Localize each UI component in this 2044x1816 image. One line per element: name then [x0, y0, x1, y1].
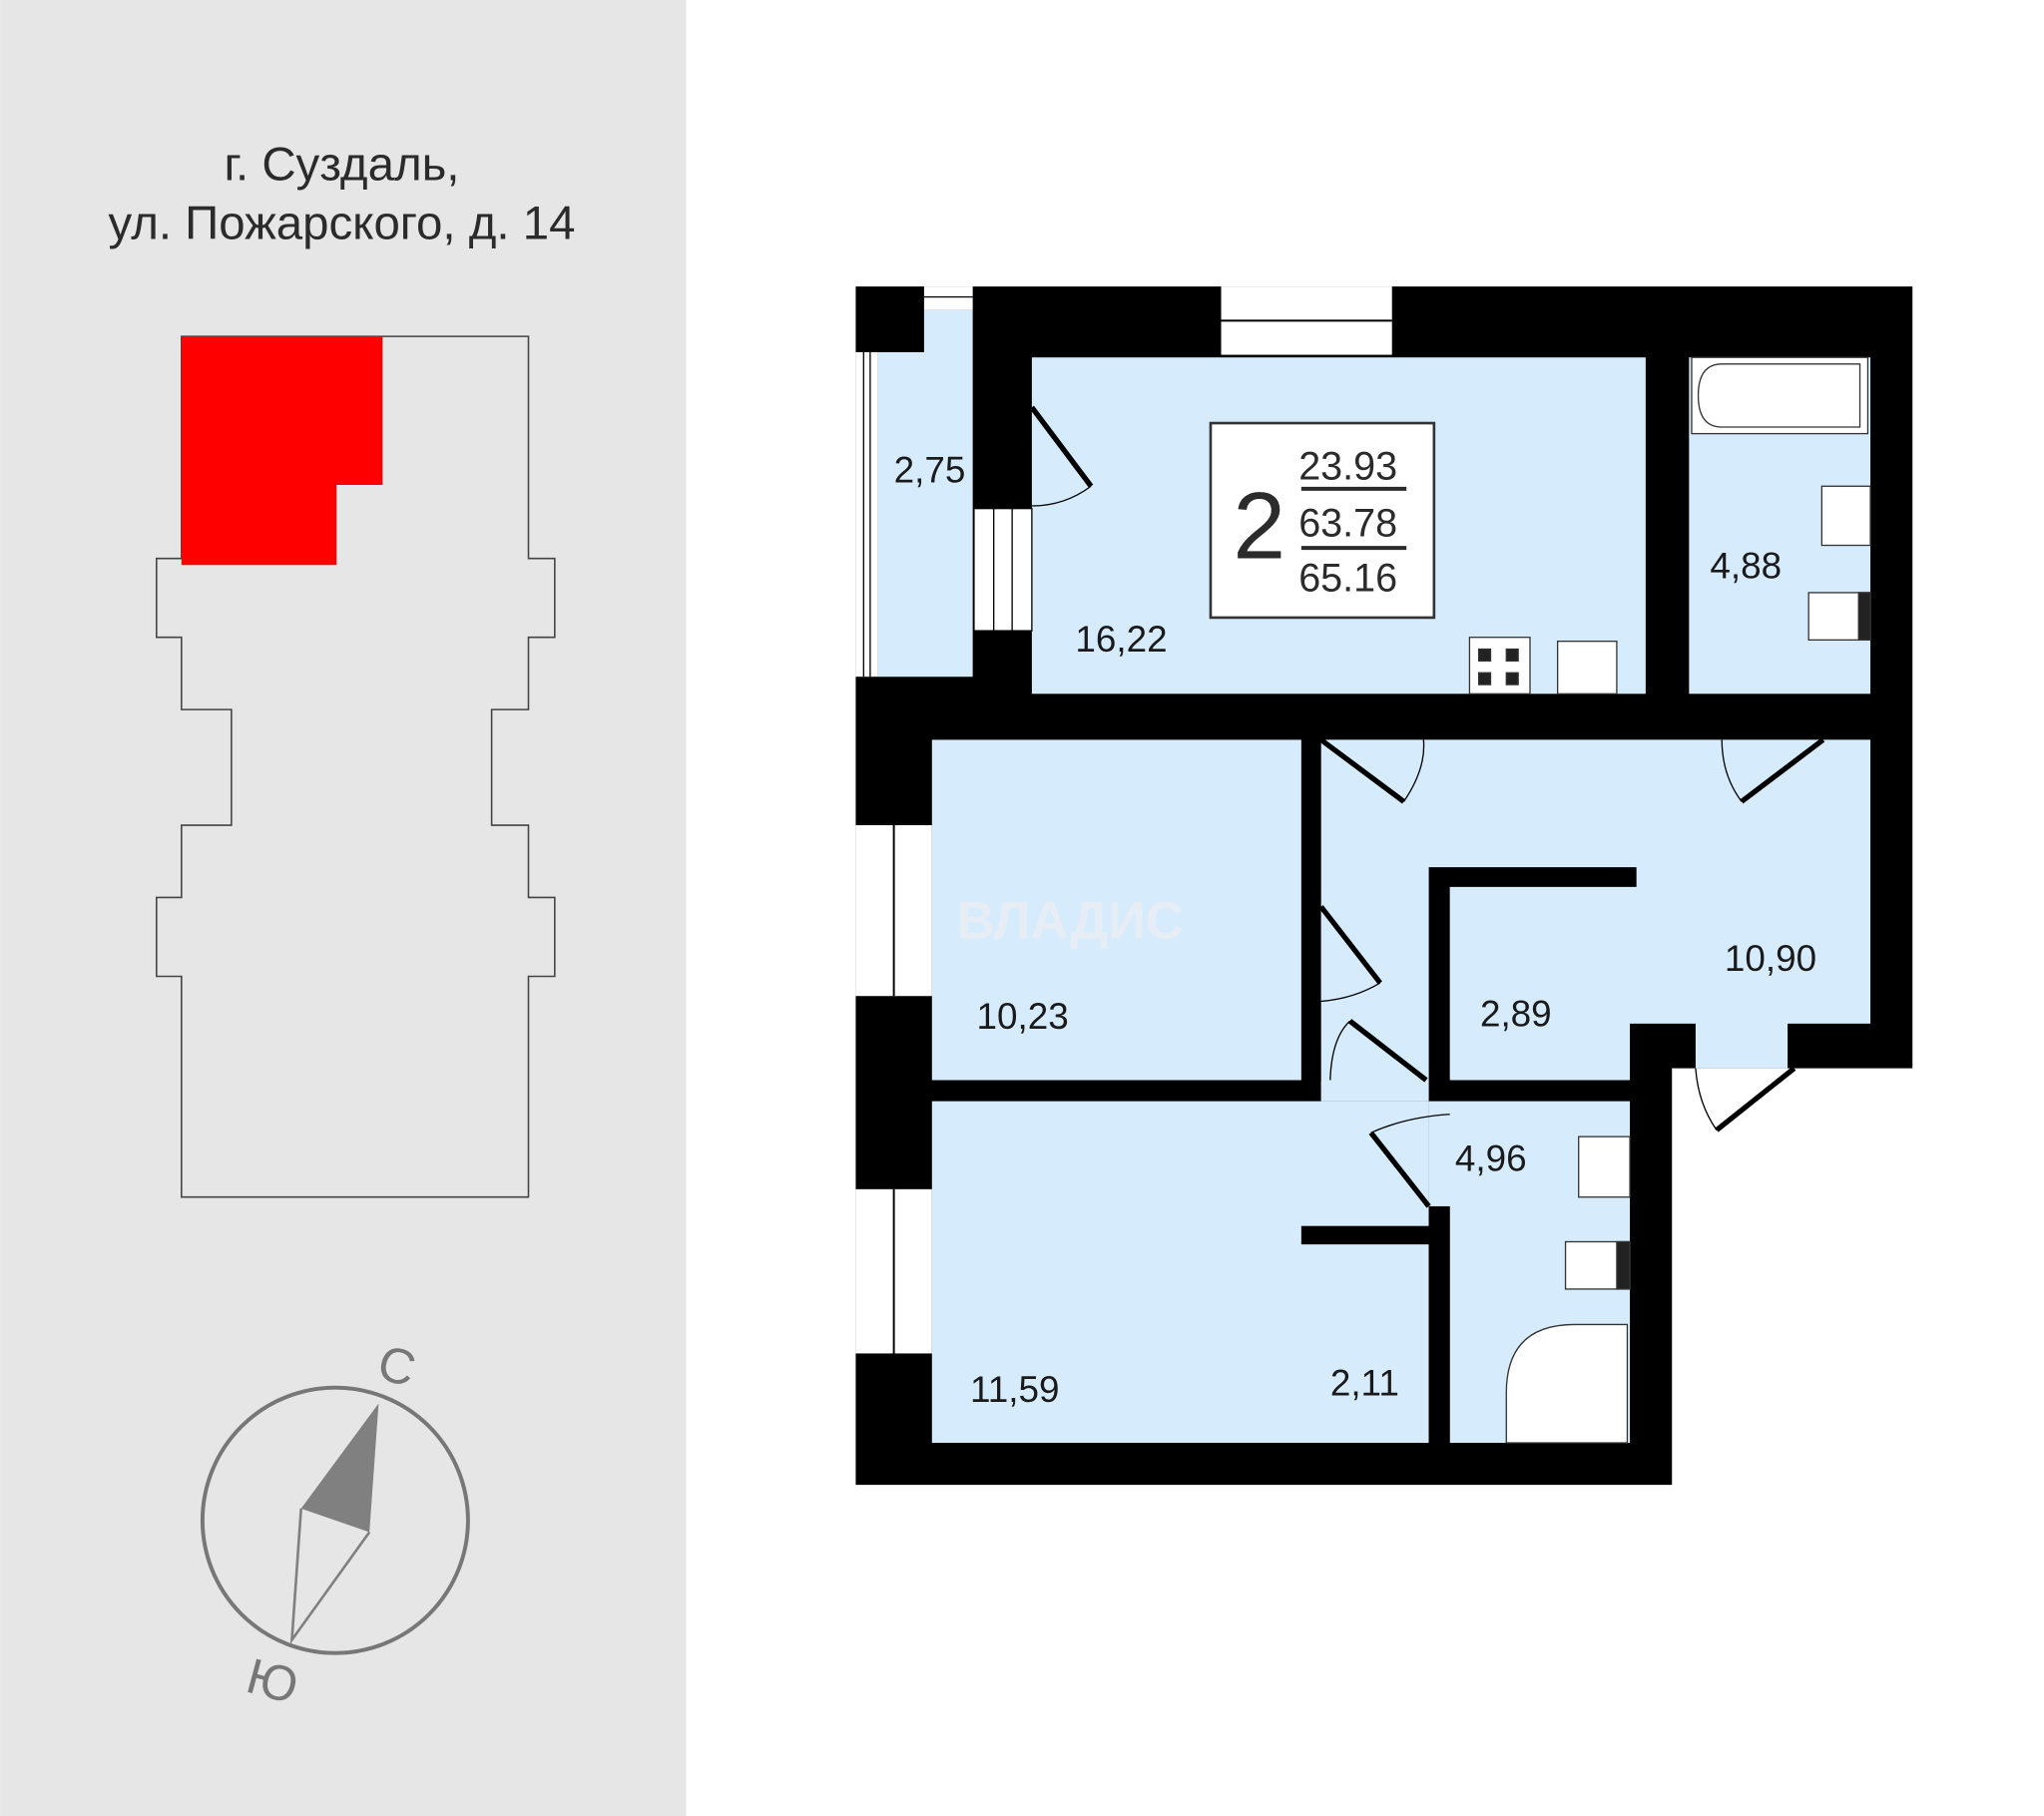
address-line-2: ул. Пожарского, д. 14 [109, 198, 576, 250]
sink-icon [1578, 1135, 1631, 1198]
doors [1318, 737, 1825, 1208]
watermark: ВЛАДИС [957, 891, 1184, 950]
apartment-location-highlight [181, 336, 383, 566]
building-outline [156, 335, 556, 1198]
room-bedroom-1 [931, 739, 1301, 1081]
room-hallway [1320, 739, 1871, 1102]
kitchen-door[interactable] [1029, 405, 1094, 488]
shower-icon [1505, 1323, 1629, 1444]
room-area-wardrobe: 2,11 [1330, 1363, 1399, 1404]
kitchen-sink-icon [1556, 641, 1618, 694]
total-area: 63.78 [1298, 501, 1397, 545]
room-area-closet: 2,89 [1480, 994, 1552, 1035]
compass-icon: С Ю [200, 1334, 470, 1714]
total-area-with-balcony: 65.16 [1298, 557, 1397, 601]
stove-icon [1468, 637, 1531, 694]
room-bedroom-2 [931, 1101, 1429, 1443]
room-area-bedroom-2: 11,59 [970, 1369, 1060, 1410]
sink-icon [1820, 485, 1871, 547]
room-count: 2 [1233, 474, 1285, 580]
room-area-bedroom-1: 10,23 [977, 996, 1069, 1037]
apartment-plan: ВЛАДИС 2 23.93 63.78 65.16 2,75 16,22 4,… [855, 286, 1913, 1486]
living-area: 23.93 [1298, 445, 1397, 489]
room-area-bathroom-1: 4,88 [1710, 545, 1782, 586]
room-area-balcony: 2,75 [894, 449, 966, 490]
address-line-1: г. Суздаль, [225, 138, 460, 191]
room-area-hallway: 10,90 [1725, 938, 1816, 979]
room-balcony [877, 309, 973, 678]
apartment-info-box [1209, 421, 1436, 620]
room-area-bathroom-2: 4,96 [1455, 1137, 1527, 1178]
room-area-kitchen: 16,22 [1075, 619, 1167, 660]
info-panel [0, 0, 687, 1816]
fixtures [1468, 356, 1871, 1444]
